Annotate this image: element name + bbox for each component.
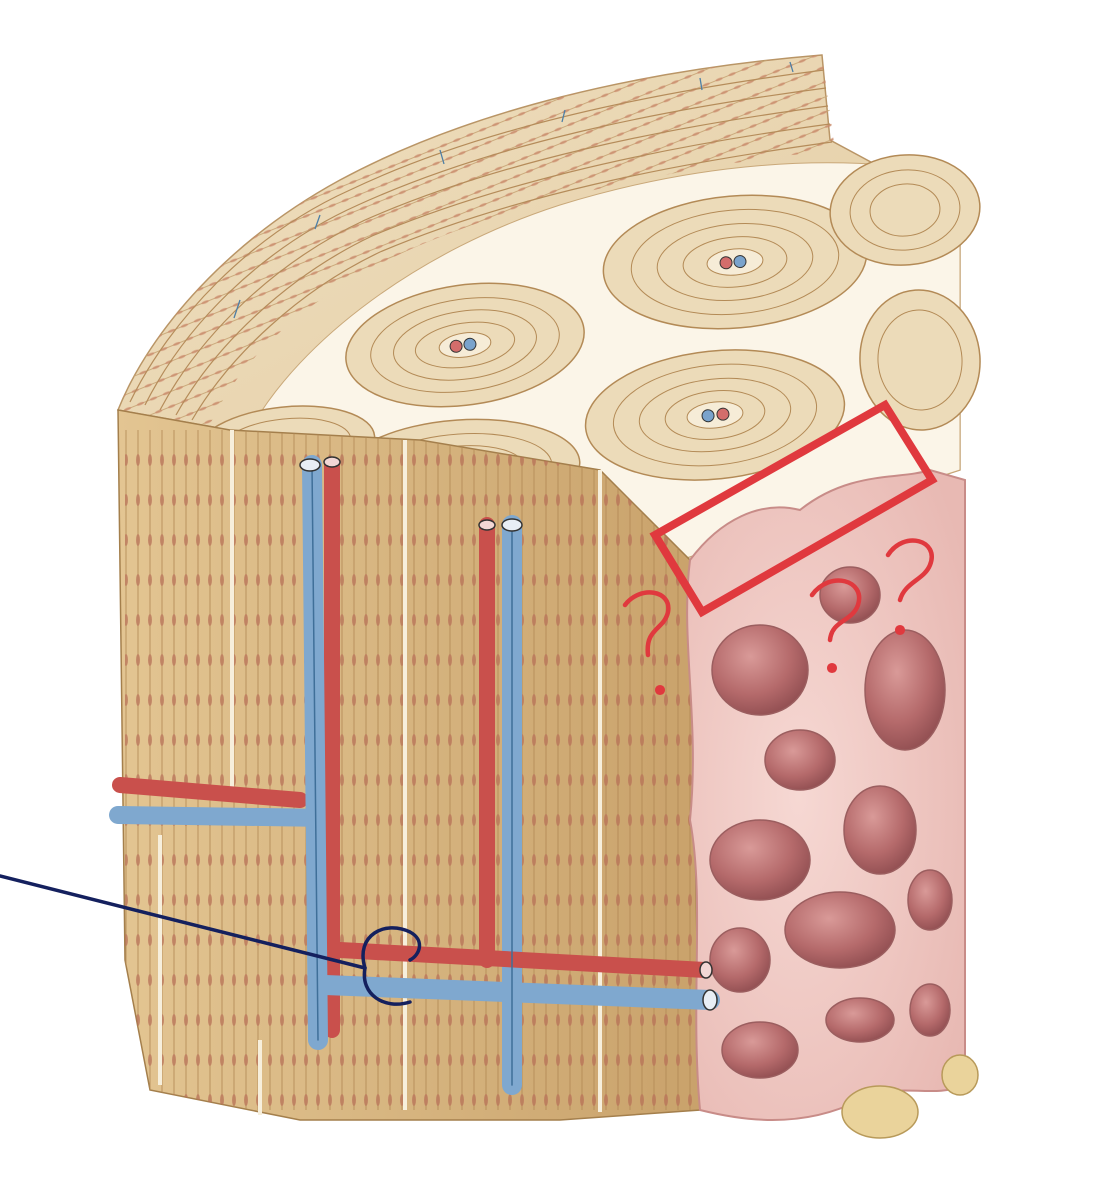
osteon-3 xyxy=(584,349,846,481)
osteon-7 xyxy=(859,289,981,431)
osteon-2 xyxy=(602,194,868,330)
spongy-cavities xyxy=(709,566,953,1079)
volkmann-artery-lower xyxy=(332,942,713,978)
periosteal-fibers xyxy=(233,61,794,319)
volkmann-artery-upper xyxy=(112,777,308,808)
osteon-4 xyxy=(829,154,981,266)
vessel-openings xyxy=(299,456,718,1011)
volkmann-vein-upper xyxy=(109,806,339,827)
osteons xyxy=(194,154,981,522)
outer-lamella-lines xyxy=(129,69,833,421)
outer-lamellae-band xyxy=(118,55,835,425)
question-mark-annotations xyxy=(622,538,934,696)
question-mark-1 xyxy=(622,590,671,696)
question-mark-2 xyxy=(809,578,862,674)
volkmann-vein-lower xyxy=(315,975,720,1010)
highlight-box xyxy=(649,399,938,618)
question-mark-3 xyxy=(885,538,934,636)
marrow-fat xyxy=(841,1054,979,1139)
blood-vessels xyxy=(109,455,720,1095)
osteon-1 xyxy=(345,282,585,408)
pointer-line xyxy=(0,874,422,1006)
longitudinal-lamellae xyxy=(125,430,695,1110)
